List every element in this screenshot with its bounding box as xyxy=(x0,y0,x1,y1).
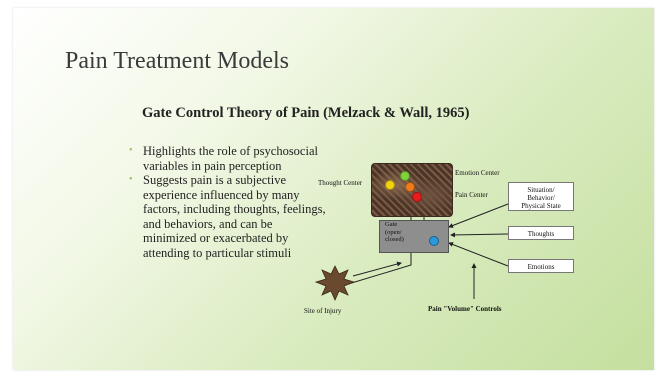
injury-path-line xyxy=(344,253,412,286)
injury-starburst-icon xyxy=(314,265,356,301)
diagram-connectors xyxy=(314,203,509,301)
site-of-injury-label: Site of Injury xyxy=(304,307,342,315)
emotion-center-label: Emotion Center xyxy=(455,169,500,177)
situation-box: Situation/ Behavior/ Physical State xyxy=(508,182,574,211)
gate-label-line: Gate xyxy=(385,221,398,228)
thought-center-dot xyxy=(385,180,395,190)
slide: Pain Treatment Models Gate Control Theor… xyxy=(13,8,654,370)
gate-label: Gate (open/ closed) xyxy=(385,221,415,244)
thought-center-label: Thought Center xyxy=(318,179,363,187)
emotion-center-dot xyxy=(400,171,410,181)
bullet-list: Highlights the role of psychosocial vari… xyxy=(129,144,329,260)
situation-box-line: Situation/ xyxy=(527,186,555,194)
brain-image xyxy=(371,163,453,217)
thoughts-box: Thoughts xyxy=(508,226,574,240)
controls-caption: Pain "Volume" Controls xyxy=(428,305,502,313)
emotions-box: Emotions xyxy=(508,259,574,273)
thoughts-to-gate-arrow xyxy=(450,232,509,238)
pain-center-dot xyxy=(412,192,422,202)
gate-label-line: closed) xyxy=(385,236,404,243)
center-dot xyxy=(405,182,415,192)
gate-indicator-dot xyxy=(429,236,439,246)
emotions-to-gate-arrow xyxy=(448,242,509,267)
situation-box-line: Behavior/ xyxy=(527,194,555,202)
injury-to-gate-arrow xyxy=(352,261,402,277)
slide-title: Pain Treatment Models xyxy=(65,48,290,74)
situation-box-line: Physical State xyxy=(521,202,561,210)
situation-to-gate-arrow xyxy=(448,203,509,228)
bullet-item: Highlights the role of psychosocial vari… xyxy=(129,144,329,173)
slide-subtitle: Gate Control Theory of Pain (Melzack & W… xyxy=(142,105,470,121)
bullet-item: Suggests pain is a subjective experience… xyxy=(129,173,329,260)
pain-center-label: Pain Center xyxy=(455,191,488,199)
gate-label-line: (open/ xyxy=(385,228,402,236)
